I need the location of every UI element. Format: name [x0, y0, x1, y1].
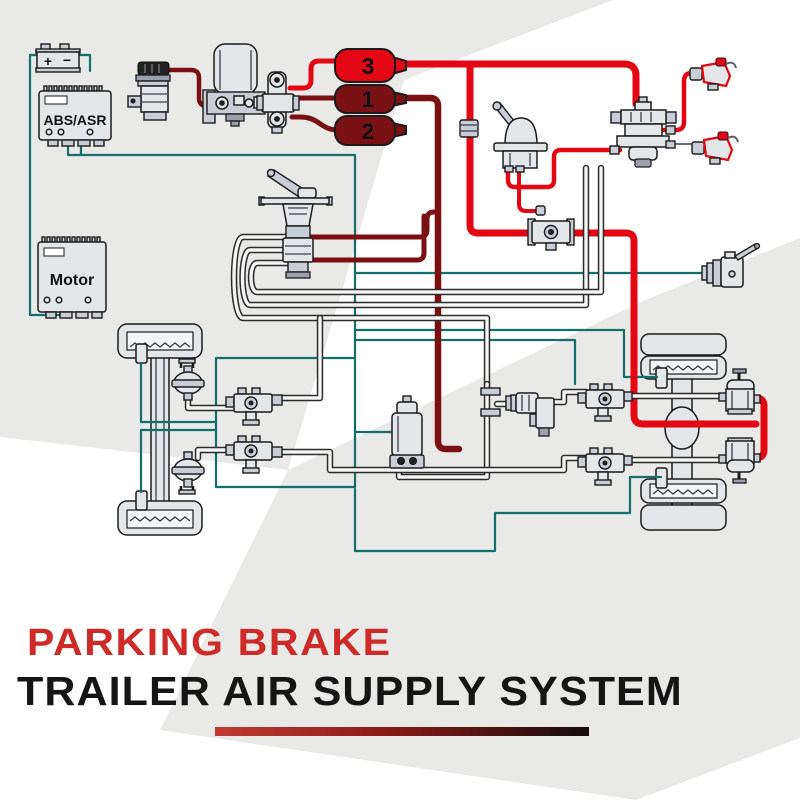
foot-valve-delivery-lower	[305, 213, 427, 263]
spring-brake-chamber-top	[718, 368, 761, 415]
motor-module: Motor	[37, 236, 107, 319]
differential	[664, 406, 700, 450]
relay-feed-pipes	[270, 314, 510, 481]
front-abs-modulator-bottom	[225, 435, 283, 474]
reservoir3-main-supply-pipe	[400, 60, 640, 108]
hand-valve-branch-pipe	[517, 164, 537, 213]
front-wheel-bottom	[117, 500, 203, 536]
poster-title-red: PARKING BRAKE	[27, 622, 392, 664]
reservoir3-to-protection-valve	[287, 58, 341, 91]
air-dryer	[202, 43, 266, 127]
pipe-union	[459, 119, 479, 138]
background-wedge-bottom-right	[636, 738, 800, 800]
reservoir-3-label: 3	[362, 53, 375, 79]
service-pipes	[184, 143, 730, 481]
spring-brake-chamber-bottom	[718, 437, 761, 484]
front-brake-pipes	[184, 394, 241, 462]
front-sensor-wire-bottom	[139, 428, 218, 494]
background-wedge-bottom-left	[0, 437, 636, 800]
abs-ecu-module: ABS/ASR	[38, 85, 112, 147]
title-underline-bar	[215, 727, 589, 736]
supply-circuit-lines	[287, 58, 768, 462]
foot-brake-valve	[258, 168, 333, 279]
reservoir1-supply-pipe	[398, 94, 463, 453]
front-sensor-wire-top	[139, 361, 218, 424]
front-wheel-top	[117, 323, 203, 359]
rear-abs-modulator-top	[577, 383, 633, 422]
motor-module-label: Motor	[50, 272, 94, 289]
solenoid-valve	[389, 395, 425, 469]
battery-plus-label: +	[44, 53, 52, 69]
abs-module-label: ABS/ASR	[43, 112, 106, 128]
reservoir-1-label: 1	[362, 87, 374, 112]
rear-brake-pipes	[270, 388, 730, 474]
rear-wheel-speed-sensor-top	[655, 367, 668, 389]
reservoir-2-label: 2	[362, 119, 374, 144]
relay-emergency-valve	[480, 387, 555, 437]
poster-title-black: TRAILER AIR SUPPLY SYSTEM	[17, 668, 683, 714]
drain-valve	[701, 242, 761, 288]
hand-valve-to-trailer-valve-pipe	[505, 147, 623, 190]
rear-axle-assembly	[640, 333, 727, 531]
supply-coupling-pipe	[661, 70, 701, 133]
reservoir2-to-protection-valve	[289, 114, 341, 133]
check-valve	[527, 205, 575, 251]
battery-minus-label: −	[63, 52, 71, 68]
rear-sensor-wire-bottom	[353, 475, 663, 553]
front-brake-chamber-top	[171, 358, 205, 401]
rear-wheels-top	[640, 333, 727, 380]
supply-coupling-head	[689, 57, 737, 91]
air-reservoir-1: 1	[334, 84, 407, 114]
air-reservoir-3: 3	[334, 48, 407, 83]
hand-brake-valve	[492, 101, 548, 173]
rear-abs-modulator-bottom	[577, 447, 633, 486]
rear-supply-pipe	[466, 60, 760, 428]
front-wheel-speed-sensor-bottom	[135, 490, 148, 511]
four-circuit-protection-valve	[256, 71, 300, 134]
service-coupling-head	[691, 131, 739, 165]
front-abs-modulator-top	[225, 387, 283, 426]
battery-stub-wire	[76, 53, 92, 73]
front-brake-chamber-bottom	[171, 451, 205, 495]
air-compressor	[127, 61, 171, 121]
rear-abs-wire	[353, 338, 577, 386]
foot-valve-front-pipes	[230, 164, 605, 390]
trailer-control-valve	[609, 96, 677, 168]
rear-wheels-bottom	[640, 478, 727, 531]
air-reservoir-2: 2	[334, 115, 407, 146]
battery: + −	[35, 43, 81, 73]
front-wheel-speed-sensor-top	[135, 343, 148, 364]
